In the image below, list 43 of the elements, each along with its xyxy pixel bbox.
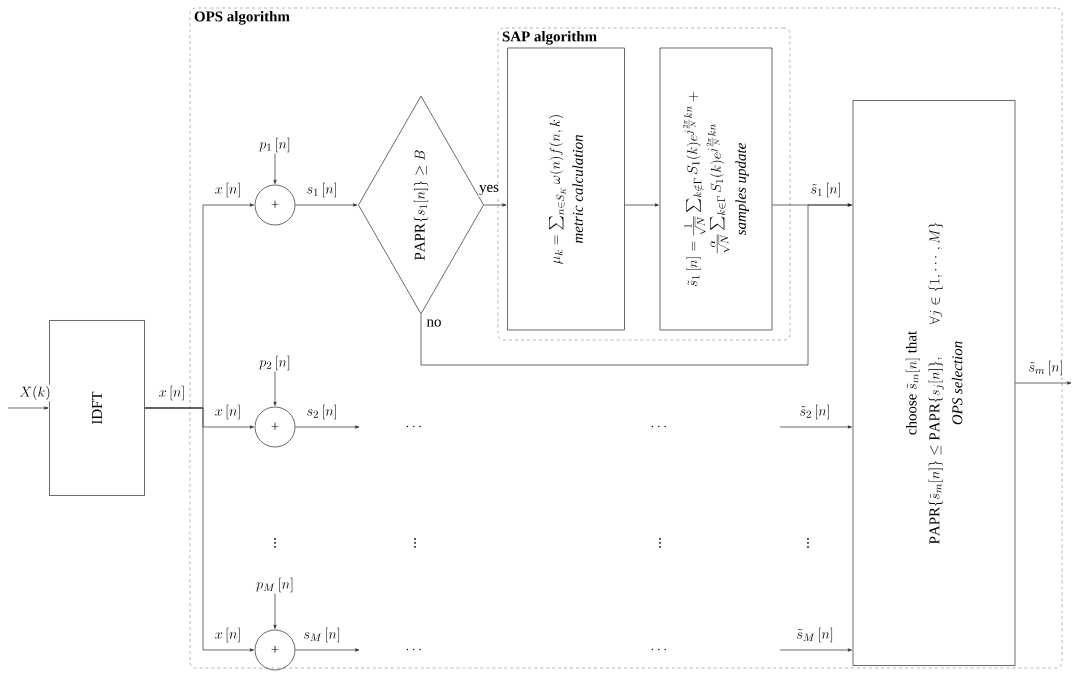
signal-label: $p_M\,[n]$ — [255, 577, 293, 593]
arrow — [7, 406, 49, 410]
process-box: $\tilde{s}_1\,[n] = \frac{1}{\sqrt{N}} \sum_{k\notin\Gamma} S_1(k) e^{j\frac{2\pi}{N}kn} + \frac{\alpha}{\sqrt{N}} \sum_{k\in\Gamma} S_1(k) e^{j\frac{2\pi}{N}kn}$ samples update — [659, 47, 773, 331]
arrow — [273, 593, 277, 629]
edge-label: $s_2\,[n]$ — [305, 403, 339, 421]
arrow — [295, 425, 360, 429]
process-box: $\text{choose } \tilde{s}_m[n] \text{ that}$ $\mathrm{PAPR}\{\tilde{s}_m[n]\} \leq \mathrm{PAPR}\{s_j[n]\}, \qquad \forall j \in \{1,\cdots,M\}$ OPS selection — [852, 100, 1016, 666]
arrow — [624, 203, 659, 207]
signal-label: $p_2\,[n]$ — [258, 355, 290, 371]
ellipsis: $\cdots$ — [406, 648, 421, 651]
ellipsis: $\vdots$ — [274, 538, 276, 548]
ellipsis: $\vdots$ — [414, 538, 416, 548]
edge-label: $x\,[n]$ — [213, 403, 243, 421]
arrow — [779, 648, 852, 652]
process-box: $\mu_k = \sum_{n\in S_K} \omega(n) f(n,k)$ metric calculation — [507, 47, 625, 331]
process-box: IDFT — [49, 320, 145, 496]
ellipsis: $\cdots$ — [651, 648, 666, 651]
edge-label: $\tilde{s}_m\,[n]$ — [1027, 359, 1065, 377]
arrow — [483, 203, 507, 207]
edge-label: no — [425, 318, 443, 328]
edge-label: $s_1\,[n]$ — [305, 181, 339, 199]
arrow — [779, 425, 852, 429]
signal-label: $p_1\,[n]$ — [258, 137, 290, 153]
ellipsis: $\cdots$ — [406, 425, 421, 428]
arrow — [273, 371, 277, 406]
edge-label: yes — [478, 183, 500, 197]
edge-label: $\tilde{s}_M\,[n]$ — [795, 626, 835, 644]
ellipsis: $\vdots$ — [659, 538, 661, 548]
edge-label: $\tilde{s}_1\,[n]$ — [809, 181, 843, 199]
edge-label: $\tilde{s}_2\,[n]$ — [798, 403, 832, 421]
ellipsis: $\vdots$ — [807, 538, 809, 548]
arrow — [295, 648, 360, 652]
edge-label: $s_M\,[n]$ — [302, 626, 342, 644]
ellipsis: $\cdots$ — [651, 425, 666, 428]
signal-label: $x\,[n]$ — [159, 385, 184, 401]
edge-label: $x\,[n]$ — [213, 626, 243, 644]
arrow — [295, 203, 358, 207]
arrow — [144, 407, 254, 652]
edge-label: $X(k)$ — [18, 384, 52, 402]
arrow — [420, 203, 852, 366]
edge-label: $x\,[n]$ — [213, 181, 243, 199]
arrow — [1015, 381, 1072, 385]
arrow — [273, 153, 277, 184]
